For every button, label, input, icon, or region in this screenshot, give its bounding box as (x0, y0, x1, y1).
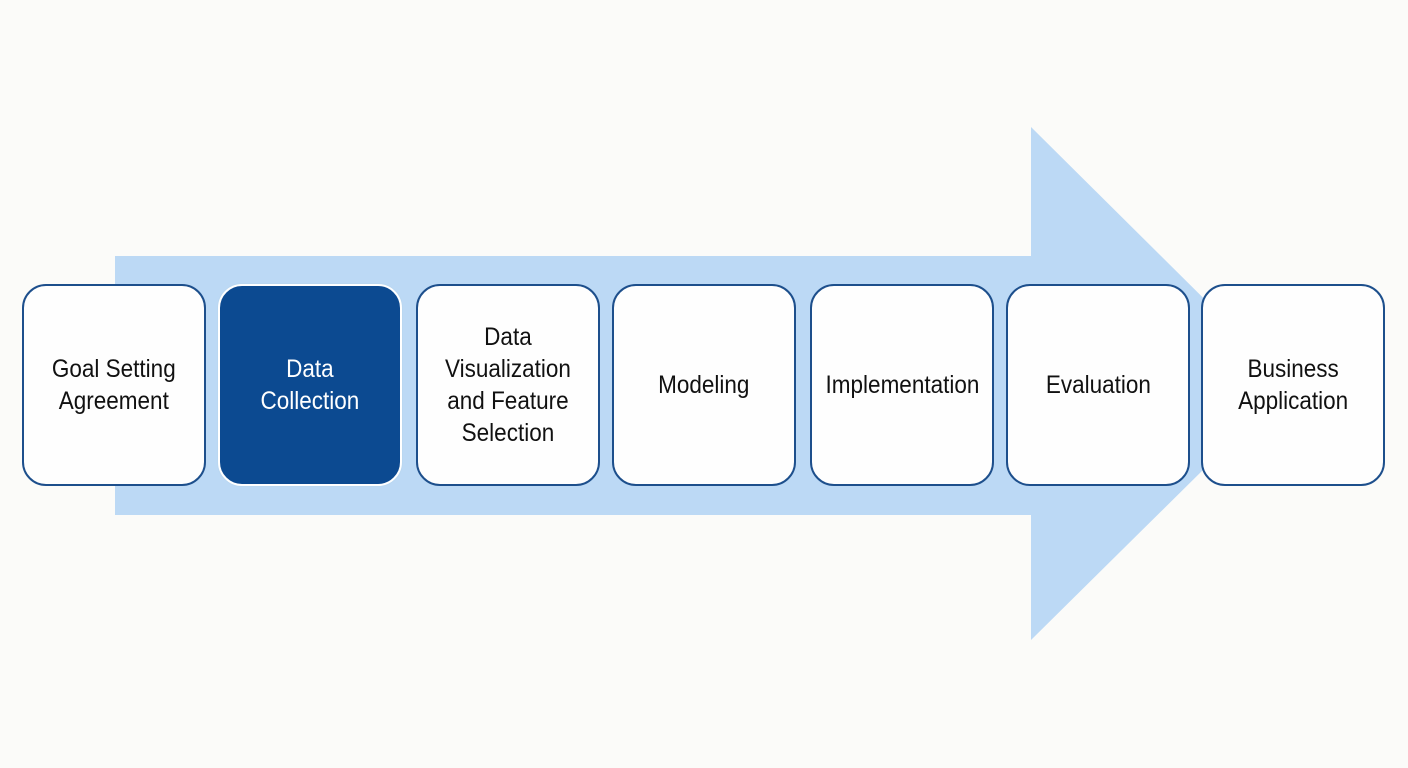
step-label: Data Visualization and Feature Selection (445, 323, 571, 447)
step-business-application: Business Application (1201, 284, 1385, 486)
step-label: Goal Setting Agreement (52, 355, 176, 415)
step-label: Data Collection (260, 355, 360, 415)
step-label: Implementation (825, 371, 979, 399)
step-modeling: Modeling (612, 284, 796, 486)
step-evaluation: Evaluation (1006, 284, 1190, 486)
step-goal-setting-agreement: Goal Setting Agreement (22, 284, 206, 486)
step-label: Modeling (658, 371, 750, 399)
step-data-visualization: Data Visualization and Feature Selection (416, 284, 600, 486)
step-data-collection: Data Collection (218, 284, 402, 486)
step-label: Business Application (1237, 355, 1349, 415)
step-label: Evaluation (1045, 371, 1151, 399)
step-implementation: Implementation (810, 284, 994, 486)
